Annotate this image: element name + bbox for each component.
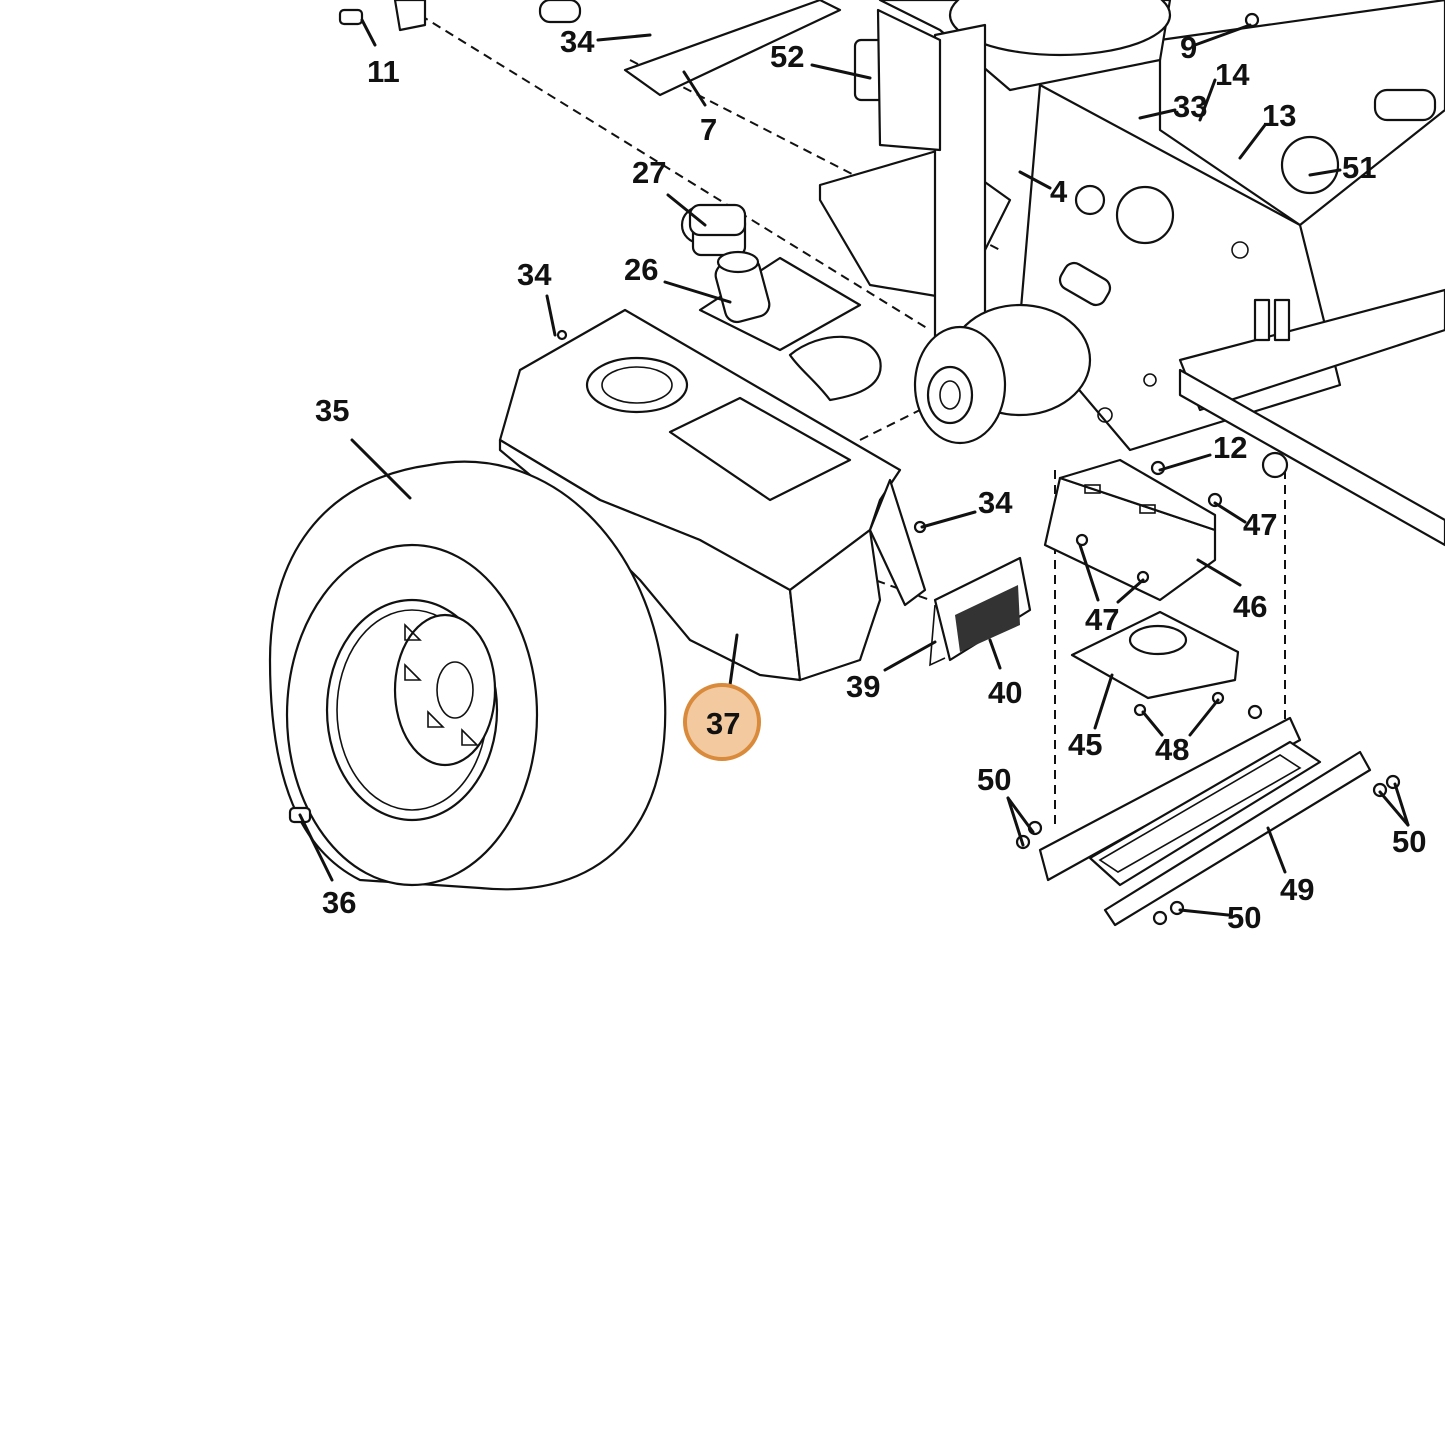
bracket-49 <box>1038 716 1372 927</box>
callout-40: 40 <box>988 675 1022 710</box>
callout-46: 46 <box>1233 589 1267 624</box>
callout-50-right: 50 <box>1392 824 1426 859</box>
callout-51: 51 <box>1342 150 1376 185</box>
callout-13: 13 <box>1262 98 1296 133</box>
callout-47-lower: 47 <box>1085 602 1119 637</box>
callout-34-tank: 34 <box>517 257 552 292</box>
callout-26: 26 <box>624 252 658 287</box>
callout-45: 45 <box>1068 727 1102 762</box>
highlight-marker <box>683 683 761 761</box>
callout-34-side: 34 <box>978 485 1013 520</box>
bracket-46 <box>1043 458 1217 602</box>
fuel-tank-37 <box>498 308 927 682</box>
callout-33: 33 <box>1173 89 1207 124</box>
callout-4: 4 <box>1050 174 1068 209</box>
leader-lines <box>298 18 1410 917</box>
fuel-filler-neck <box>688 203 882 402</box>
callout-52: 52 <box>770 39 804 74</box>
clutch-pulley <box>913 303 1092 445</box>
callout-34-top: 34 <box>560 24 595 59</box>
rear-wheel-35 <box>268 460 667 891</box>
callout-50-bottom: 50 <box>1227 900 1261 935</box>
callout-49: 49 <box>1280 872 1314 907</box>
fasteners <box>556 12 1401 926</box>
callout-7: 7 <box>700 112 717 147</box>
callout-39: 39 <box>846 669 880 704</box>
callout-35: 35 <box>315 393 349 428</box>
callout-48: 48 <box>1155 732 1189 767</box>
chassis-frame <box>1018 0 1445 547</box>
engine-block <box>818 0 1172 352</box>
callout-labels: 11 34 7 52 9 14 33 13 51 4 27 26 34 35 1… <box>315 24 1426 935</box>
callout-50-left: 50 <box>977 762 1011 797</box>
callout-12: 12 <box>1213 430 1247 465</box>
callout-11: 11 <box>367 54 400 89</box>
plate-45 <box>1070 610 1240 700</box>
callout-14: 14 <box>1215 57 1250 92</box>
foot-pedal <box>929 556 1032 667</box>
callout-37-highlighted: 37 <box>706 706 740 741</box>
callout-9: 9 <box>1180 30 1197 65</box>
callout-36: 36 <box>322 885 356 920</box>
callout-27: 27 <box>632 155 666 190</box>
callout-47-right: 47 <box>1243 507 1277 542</box>
